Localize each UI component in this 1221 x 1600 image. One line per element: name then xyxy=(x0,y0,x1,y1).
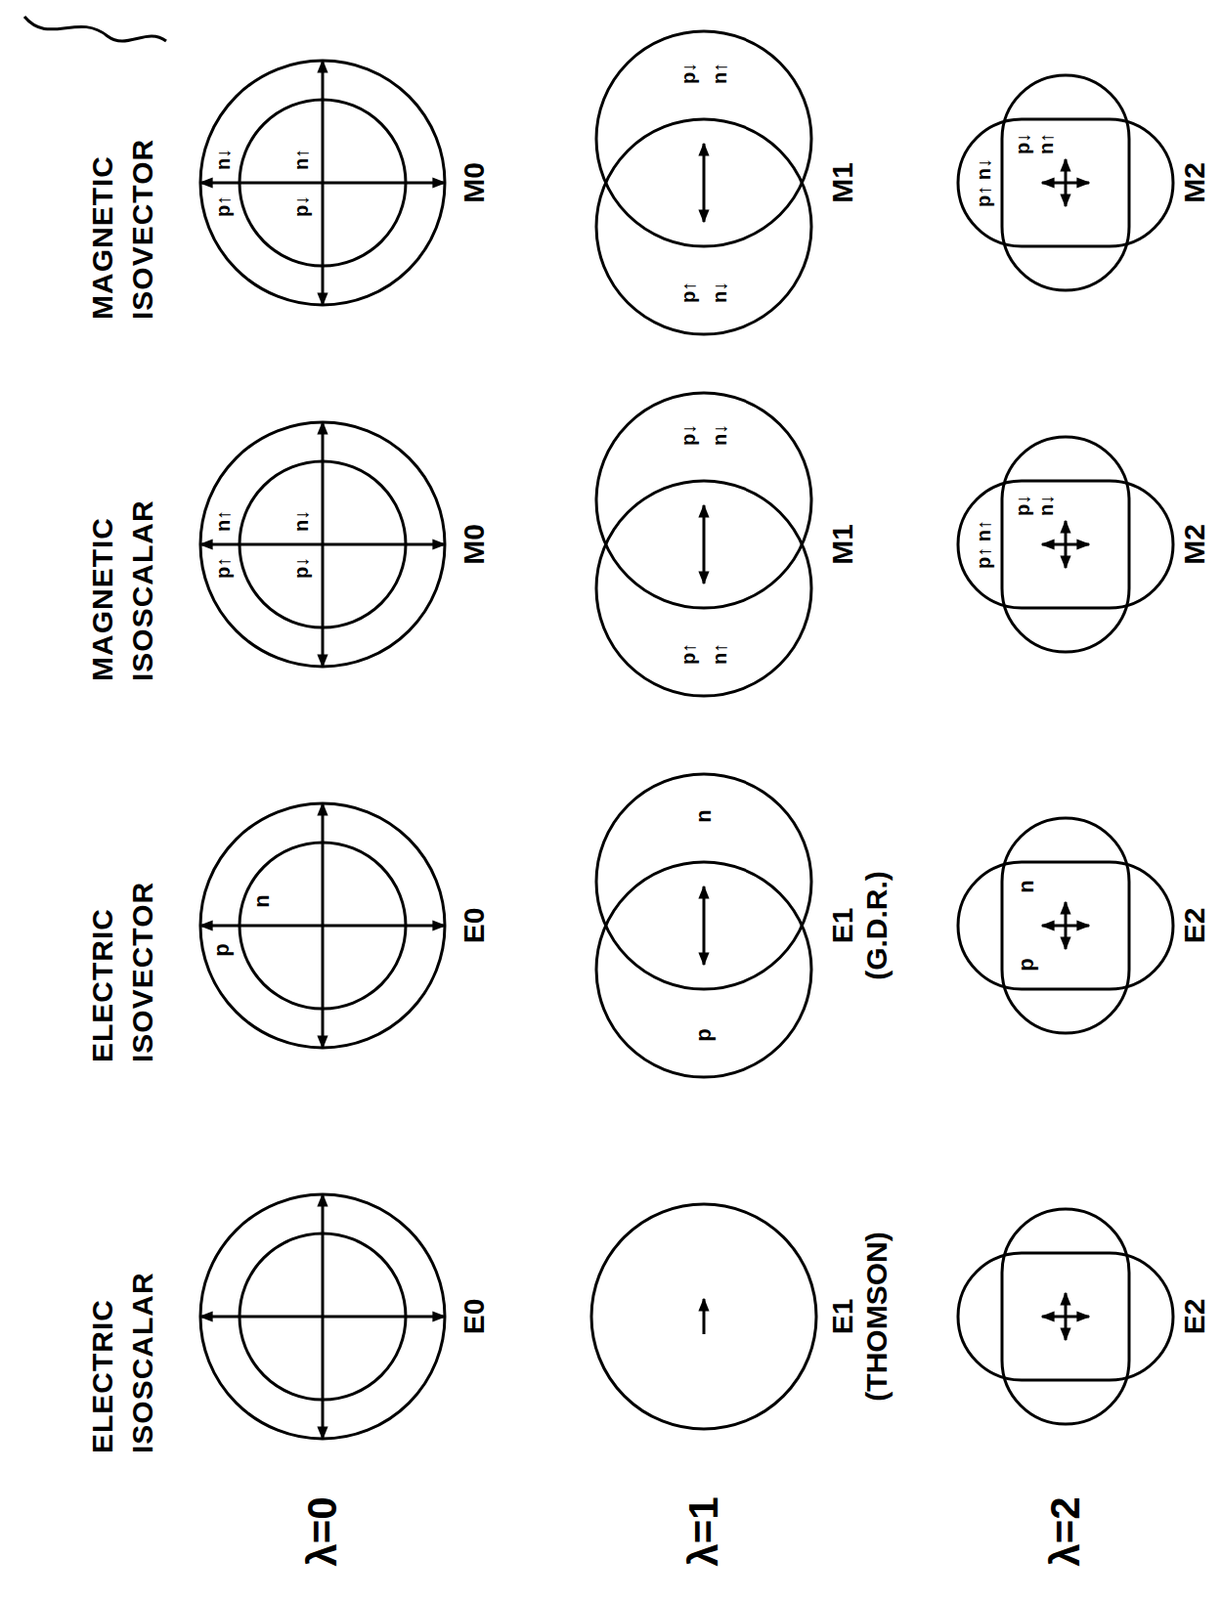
mode-label: (G.D.R.) xyxy=(860,871,895,981)
column-header: MAGNETIC ISOVECTOR xyxy=(83,138,163,320)
mode-label: E1 xyxy=(826,1299,861,1336)
oscillation-arrow xyxy=(702,143,706,222)
spin-label: n↑ xyxy=(708,62,732,85)
spin-label: n↓ xyxy=(708,281,732,304)
spin-label: p↑ xyxy=(677,643,700,665)
nucleus-outline xyxy=(200,422,445,667)
mode-label: M1 xyxy=(826,523,861,566)
spin-label: p↓ xyxy=(290,195,313,218)
spin-label: n↑ xyxy=(212,510,235,532)
nucleon-label: n xyxy=(691,809,716,823)
nucleon-label: p xyxy=(209,943,234,957)
spin-down-sphere xyxy=(596,31,812,247)
spin-label: p↑ xyxy=(212,195,235,218)
breathing-arrow xyxy=(321,60,325,306)
mode-label: E2 xyxy=(1177,908,1213,945)
mode-label: M1 xyxy=(826,162,861,204)
mode-label: M2 xyxy=(1177,523,1213,566)
column-header: ELECTRIC ISOVECTOR xyxy=(83,881,163,1063)
spin-label: p↓ xyxy=(1011,494,1035,517)
quadrupole-lobe xyxy=(1002,818,1130,1034)
nucleon-label: n xyxy=(1013,879,1039,893)
spin-down-sphere xyxy=(596,392,812,609)
breathing-arrow xyxy=(321,803,325,1048)
neutron-sphere xyxy=(596,774,812,990)
quadrupole-lobe xyxy=(1002,436,1130,653)
quadrupole-lobe xyxy=(1002,1209,1130,1425)
spin-label: p↓ xyxy=(290,557,313,579)
spin-label: n↑ xyxy=(290,148,313,171)
nucleon-label: n xyxy=(249,894,274,908)
spin-label: n↓ xyxy=(708,424,732,446)
mode-label: M0 xyxy=(457,523,492,566)
mode-label: E0 xyxy=(457,908,492,945)
nucleon-label: p xyxy=(1013,958,1039,971)
oscillation-arrow xyxy=(702,886,706,965)
mode-label: E1 xyxy=(826,908,861,945)
spin-label: n↑ xyxy=(708,643,732,665)
oscillation-arrow xyxy=(702,505,706,584)
nucleus-outline xyxy=(200,1194,445,1440)
spin-label: n↓ xyxy=(212,148,235,171)
mode-label: M2 xyxy=(1177,162,1213,204)
multipolarity-label: λ=2 xyxy=(1042,1496,1090,1567)
column-header: ELECTRIC ISOSCALAR xyxy=(83,1271,163,1454)
proton-sphere xyxy=(596,862,812,1078)
multipolarity-label: λ=1 xyxy=(680,1496,728,1567)
deformation-arrow xyxy=(1042,1315,1090,1319)
deformation-arrow xyxy=(1042,543,1090,547)
spin-label: p↑ n↑ xyxy=(972,520,996,569)
nucleus-outline xyxy=(591,1204,817,1430)
nucleus-outline xyxy=(200,803,445,1048)
spin-label: n↓ xyxy=(290,510,313,532)
spin-label: p↓ xyxy=(677,424,700,446)
nucleon-label: p xyxy=(691,1028,716,1042)
spin-label: p↓ xyxy=(677,62,700,85)
deformation-arrow xyxy=(1042,924,1090,928)
breathing-arrow xyxy=(321,1194,325,1440)
spin-label: n↓ xyxy=(1035,494,1058,517)
spin-label: n↑ xyxy=(1035,132,1058,155)
quadrupole-lobe xyxy=(958,1253,1174,1381)
displacement-arrow xyxy=(702,1299,706,1335)
spin-label: p↑ n↓ xyxy=(972,158,996,208)
spin-up-sphere xyxy=(596,480,812,697)
breathing-arrow xyxy=(321,422,325,667)
column-header: MAGNETIC ISOSCALAR xyxy=(83,499,163,682)
spin-label: p↑ xyxy=(677,281,700,304)
mode-label: E2 xyxy=(1177,1299,1213,1336)
quadrupole-lobe xyxy=(958,862,1174,990)
multipolarity-label: λ=0 xyxy=(299,1496,347,1567)
quadrupole-lobe xyxy=(1002,75,1130,291)
mode-label: E0 xyxy=(457,1299,492,1336)
quadrupole-lobe xyxy=(958,119,1174,247)
spin-up-sphere xyxy=(596,119,812,335)
deformation-arrow xyxy=(1042,181,1090,185)
mode-label: (THOMSON) xyxy=(860,1231,895,1401)
mode-label: M0 xyxy=(457,162,492,204)
spin-label: p↑ xyxy=(212,557,235,579)
nucleus-outline xyxy=(200,60,445,306)
quadrupole-lobe xyxy=(958,480,1174,609)
spin-label: p↓ xyxy=(1011,132,1035,155)
scan-squiggle xyxy=(24,16,167,42)
